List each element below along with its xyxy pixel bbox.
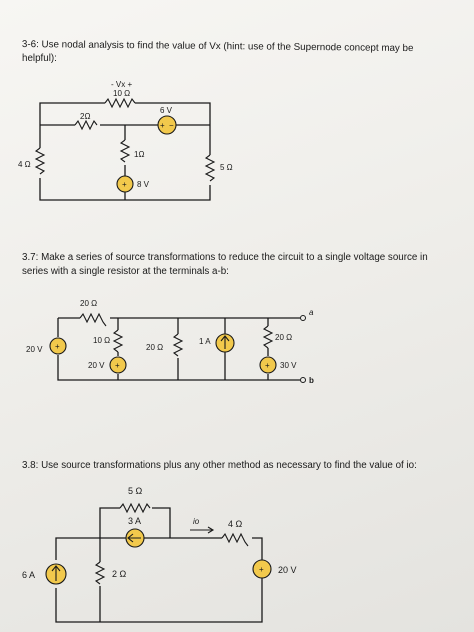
- r4-label: 4 Ω: [18, 160, 31, 169]
- r10-label: 10 Ω: [113, 89, 130, 98]
- arrow-up-icon: [220, 335, 230, 349]
- wire: [55, 537, 100, 560]
- voltage-source-30v: [259, 356, 277, 374]
- resistor-4-ohm: [221, 532, 249, 547]
- circuit-3-7: + + + 20 Ω 10 Ω 20 Ω 1 A 20 Ω 20 V 20 V …: [26, 299, 314, 385]
- plus-sign-icon: +: [160, 121, 165, 130]
- plus-sign-icon: +: [55, 342, 60, 351]
- resistor-1-ohm: [119, 139, 131, 163]
- voltage-source-8v: [116, 175, 134, 193]
- r5-label: 5 Ω: [128, 486, 143, 496]
- problem-3-7-line-1: 3.7: Make a series of source transformat…: [22, 252, 428, 263]
- terminal-b-label: b: [309, 376, 314, 385]
- wire: [57, 375, 300, 381]
- resistor-5-ohm: [119, 502, 151, 514]
- current-direction-arrow-icon: [190, 526, 215, 534]
- v20-inner-label: 20 V: [88, 361, 105, 370]
- wire: [252, 537, 263, 560]
- problem-3-8-line-1: 3.8: Use source transformations plus any…: [22, 460, 417, 471]
- r4-label: 4 Ω: [228, 519, 243, 529]
- resistor-10-ohm: [104, 97, 136, 109]
- plus-sign-icon: +: [115, 361, 120, 370]
- resistor-20-ohm-top: [79, 312, 107, 327]
- resistor-4-ohm: [34, 147, 46, 175]
- plus-sign-icon: +: [259, 565, 264, 574]
- v30-label: 30 V: [280, 361, 297, 370]
- problem-3-6-line-2: helpful):: [22, 53, 57, 64]
- problem-3-7-line-2: series with a single resistor at the ter…: [22, 266, 229, 277]
- resistor-2-ohm: [94, 561, 106, 585]
- io-label: io: [193, 517, 200, 526]
- resistor-20-ohm-right: [262, 325, 274, 349]
- r1-label: 1Ω: [134, 150, 144, 159]
- wire: [135, 102, 211, 155]
- resistor-2-ohm: [74, 119, 98, 131]
- plus-sign-icon: +: [122, 180, 127, 189]
- terminal-b: [300, 377, 306, 383]
- r20-mid-label: 20 Ω: [146, 343, 163, 352]
- wire: [99, 507, 120, 538]
- minus-sign-icon: −: [169, 121, 174, 130]
- voltage-source-20v-inner: [109, 356, 127, 374]
- circuit-3-6: + − + - Vx + 10 Ω 2Ω 6 V 1Ω 4 Ω 5 Ω 8 V: [18, 80, 233, 201]
- r20-right-label: 20 Ω: [275, 333, 292, 342]
- terminal-a-label: a: [309, 308, 314, 317]
- i3-label: 3 A: [128, 516, 141, 526]
- r20-top-label: 20 Ω: [80, 299, 97, 308]
- vx-label: - Vx +: [111, 80, 132, 89]
- v8-label: 8 V: [137, 180, 150, 189]
- resistor-5-ohm: [204, 154, 216, 182]
- r5-label: 5 Ω: [220, 163, 233, 172]
- resistor-10-ohm: [112, 329, 124, 353]
- voltage-source-20v: [252, 559, 272, 579]
- voltage-source-20v-left: [49, 337, 67, 355]
- terminal-a: [300, 315, 306, 321]
- wire: [55, 578, 263, 623]
- plus-sign-icon: +: [265, 361, 270, 370]
- wire: [39, 102, 105, 125]
- v6-label: 6 V: [160, 106, 173, 115]
- v20-label: 20 V: [278, 565, 297, 575]
- arrow-left-icon: [127, 533, 141, 543]
- voltage-source-6v: [157, 115, 177, 135]
- arrow-up-icon: [51, 565, 61, 581]
- i1-label: 1 A: [199, 337, 211, 346]
- circuit-3-8: + 5 Ω 3 A io 4 Ω 2 Ω 6 A 20 V: [22, 486, 297, 623]
- wire: [152, 507, 171, 538]
- r2-label: 2Ω: [80, 112, 90, 121]
- i6-label: 6 A: [22, 570, 35, 580]
- r2-label: 2 Ω: [112, 569, 127, 579]
- r10-label: 10 Ω: [93, 336, 110, 345]
- v20-left-label: 20 V: [26, 345, 43, 354]
- resistor-20-ohm-middle: [172, 333, 184, 357]
